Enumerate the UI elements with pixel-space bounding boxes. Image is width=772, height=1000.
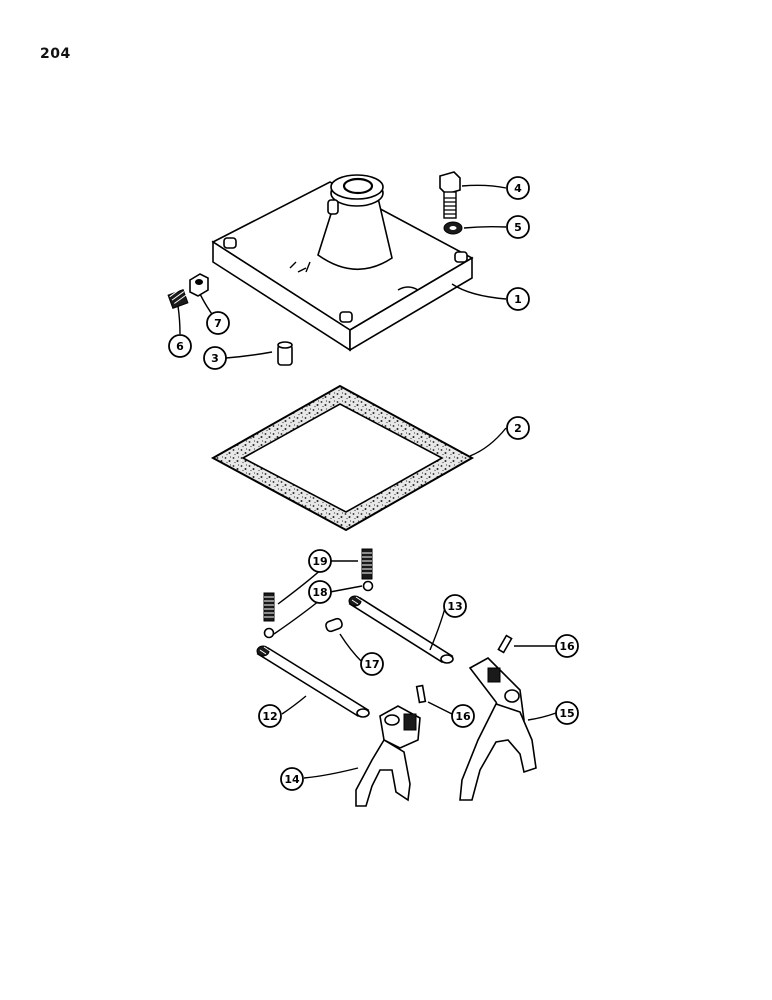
callout-1: 1 xyxy=(506,287,530,311)
callout-15-label: 15 xyxy=(559,707,574,720)
page-number: 204 xyxy=(40,46,71,62)
callout-16-upper-label: 16 xyxy=(559,640,575,653)
callout-16-lower: 16 xyxy=(451,704,475,728)
callout-16-lower-label: 16 xyxy=(455,710,471,723)
shift-rail-lower-part xyxy=(256,644,370,718)
cover-plate-part xyxy=(211,174,474,352)
shift-rail-upper-part xyxy=(348,594,454,664)
callout-17: 17 xyxy=(360,652,384,676)
callout-19: 19 xyxy=(308,549,332,573)
roll-pin-part xyxy=(415,634,513,704)
callout-15: 15 xyxy=(555,701,579,725)
callout-3-label: 3 xyxy=(211,352,219,365)
callout-7: 7 xyxy=(206,311,230,335)
detent-spring-part xyxy=(263,548,373,622)
gasket-part xyxy=(210,384,475,532)
detent-ball-part xyxy=(263,580,374,639)
callout-13: 13 xyxy=(443,594,467,618)
callout-13-label: 13 xyxy=(447,600,462,613)
callout-19-label: 19 xyxy=(312,555,327,568)
callout-6: 6 xyxy=(168,334,192,358)
lock-washer-part xyxy=(443,221,463,235)
set-screw-part xyxy=(167,287,189,309)
callout-14-label: 14 xyxy=(284,773,300,786)
callout-3: 3 xyxy=(203,346,227,370)
callout-4-label: 4 xyxy=(514,182,522,195)
shift-fork-large-part xyxy=(459,657,537,801)
bolt-part xyxy=(439,171,461,219)
callout-16-upper: 16 xyxy=(555,634,579,658)
callout-12: 12 xyxy=(258,704,282,728)
callout-2: 2 xyxy=(506,416,530,440)
interlock-pin-part xyxy=(325,617,343,633)
nut-part xyxy=(189,273,209,297)
callout-17-label: 17 xyxy=(364,658,379,671)
callout-5-label: 5 xyxy=(514,221,522,234)
callout-2-label: 2 xyxy=(514,422,522,435)
shift-fork-small-part xyxy=(355,705,421,807)
callout-4: 4 xyxy=(506,176,530,200)
callout-7-label: 7 xyxy=(214,317,222,330)
callout-6-label: 6 xyxy=(176,340,184,353)
callout-12-label: 12 xyxy=(262,710,277,723)
callout-18-label: 18 xyxy=(312,586,327,599)
callout-5: 5 xyxy=(506,215,530,239)
callout-1-label: 1 xyxy=(514,293,522,306)
callout-14: 14 xyxy=(280,767,304,791)
dowel-pin-part xyxy=(277,341,293,366)
callout-18: 18 xyxy=(308,580,332,604)
